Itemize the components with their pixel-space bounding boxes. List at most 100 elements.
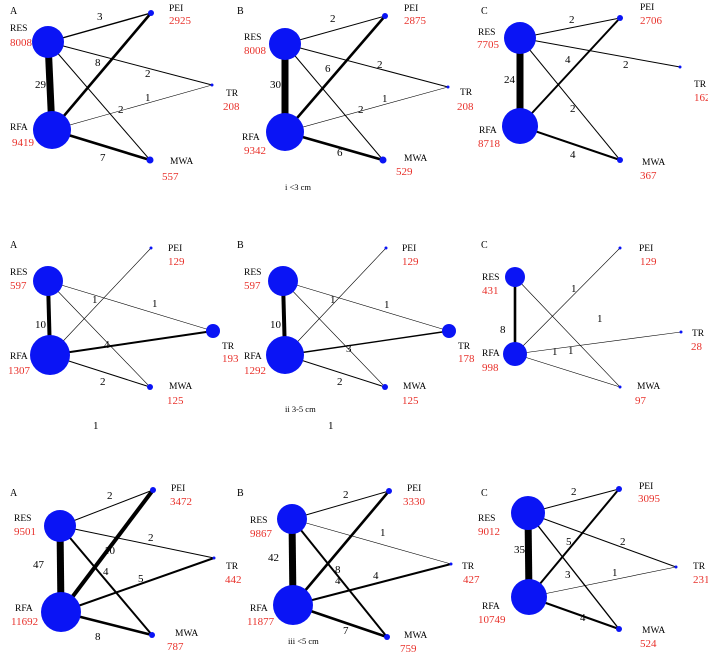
node-count-tr: 208 (223, 101, 240, 113)
edge-res-tr (47, 280, 214, 332)
edge-rfa-pei (528, 488, 620, 598)
node-label-rfa: RFA (242, 133, 260, 143)
edge-label-res-rfa: 35 (514, 544, 526, 556)
node-count-rfa: 998 (482, 362, 499, 374)
network-panel-b: B22230616RES8008RFA9342PEI2875TR208MWA52… (237, 4, 474, 178)
edge-rfa-pei (519, 17, 621, 127)
edge-rfa-pei (51, 12, 152, 131)
edge-res-mwa (47, 41, 151, 161)
edge-rfa-tr (51, 84, 213, 131)
node-count-tr: 231 (693, 574, 708, 586)
edge-label-res-tr: 2 (148, 532, 154, 544)
node-label-rfa: RFA (482, 602, 500, 612)
node-count-tr: 178 (458, 353, 475, 365)
node-tr (449, 562, 453, 566)
node-rfa (41, 592, 81, 632)
node-pei (148, 10, 154, 16)
node-mwa (146, 156, 154, 164)
row-caption: iii <5 cm (288, 636, 319, 646)
edge-label-res-rfa: 42 (268, 552, 279, 564)
edge-label-res-pei: 2 (107, 490, 113, 502)
edge-label-res-mwa: 1 (330, 294, 336, 306)
node-count-res: 597 (244, 280, 261, 292)
node-count-tr: 208 (457, 101, 474, 113)
node-rfa (30, 335, 70, 375)
node-label-rfa: RFA (479, 126, 497, 136)
node-count-mwa: 524 (640, 638, 657, 650)
node-count-pei: 129 (402, 256, 419, 268)
node-label-mwa: MWA (170, 157, 193, 167)
edge-rfa-pei (284, 247, 387, 356)
node-tr (212, 556, 216, 560)
node-label-tr: TR (692, 329, 705, 339)
panel-letter: B (237, 240, 244, 251)
node-label-mwa: MWA (175, 629, 198, 639)
edge-label-res-mwa: 1 (92, 294, 98, 306)
node-tr (446, 85, 450, 89)
node-label-pei: PEI (639, 482, 653, 492)
edge-label-res-tr: 1 (384, 299, 390, 311)
node-label-mwa: MWA (169, 382, 192, 392)
node-label-mwa: MWA (642, 158, 665, 168)
edge-label-rfa-tr: 1 (382, 93, 388, 105)
edge-res-pei (291, 490, 390, 520)
node-res (505, 267, 525, 287)
node-label-rfa: RFA (250, 604, 268, 614)
edge-label-res-mwa: 2 (570, 103, 576, 115)
node-mwa (149, 632, 155, 638)
edge-res-pei (284, 15, 386, 45)
node-count-res: 8008 (10, 37, 33, 49)
node-label-tr: TR (226, 562, 239, 572)
node-count-res: 431 (482, 285, 499, 297)
node-count-tr: 162 (694, 92, 708, 104)
edge-label-rfa-tr: 3 (346, 343, 352, 355)
node-res (511, 496, 545, 530)
node-label-tr: TR (693, 562, 706, 572)
node-mwa (384, 634, 390, 640)
edge-label-rfa-tr: 4 (104, 339, 110, 351)
edge-label-res-mwa: 2 (358, 104, 364, 116)
edge-rfa-mwa (514, 353, 621, 388)
node-pei (617, 15, 623, 21)
node-label-rfa: RFA (10, 352, 28, 362)
node-pei (149, 246, 153, 250)
node-count-mwa: 367 (640, 170, 657, 182)
edge-label-rfa-mwa: 2 (100, 376, 106, 388)
node-label-tr: TR (694, 80, 707, 90)
node-count-mwa: 529 (396, 166, 413, 178)
node-count-res: 9501 (14, 526, 36, 538)
edge-label-res-mwa: 4 (103, 566, 109, 578)
edge-label-rfa-mwa: 4 (580, 612, 586, 624)
edge-res-mwa (284, 43, 384, 161)
edge-label-rfa-mwa: 4 (570, 149, 576, 161)
node-mwa (617, 157, 623, 163)
edge-label-rfa-pei: 8 (95, 57, 101, 69)
node-count-mwa: 125 (167, 395, 184, 407)
node-count-rfa: 11877 (247, 616, 275, 628)
panel-letter: B (237, 6, 244, 17)
edge-label-res-tr: 1 (380, 527, 386, 539)
edge-label-res-pei: 3 (97, 11, 103, 23)
edge-label-rfa-mwa: 1 (552, 346, 558, 358)
edge-label-res-rfa: 8 (500, 324, 506, 336)
edge-rfa-tr (49, 330, 214, 356)
node-res (32, 26, 64, 58)
node-rfa (511, 579, 547, 615)
node-pei (384, 246, 388, 250)
node-pei (618, 246, 622, 250)
edge-rfa-pei (284, 15, 386, 133)
node-count-res: 597 (10, 280, 27, 292)
edge-label-rfa-tr: 5 (138, 573, 144, 585)
node-count-tr: 28 (691, 341, 703, 353)
edge-label-res-rfa: 47 (33, 559, 45, 571)
node-res (277, 504, 307, 534)
node-tr (679, 330, 683, 334)
node-rfa (502, 108, 538, 144)
node-label-mwa: MWA (404, 631, 427, 641)
node-count-rfa: 1307 (8, 365, 31, 377)
node-count-res: 9867 (250, 528, 273, 540)
